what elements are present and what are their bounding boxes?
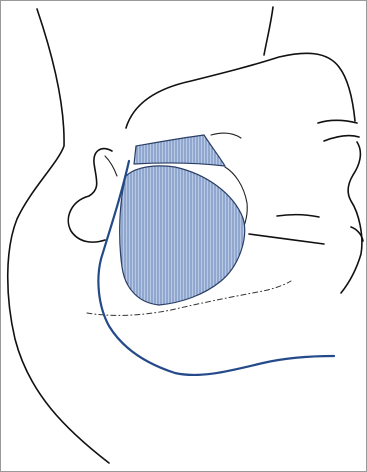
ear-tick	[105, 156, 117, 176]
right-contour	[318, 120, 362, 293]
upper-dome-outline	[126, 53, 355, 128]
upper-hatched-region	[134, 135, 225, 166]
left-ear-outline	[68, 149, 112, 242]
outer-outline	[8, 9, 109, 463]
top-stroke	[264, 7, 273, 55]
lower-hatched-region	[120, 166, 245, 305]
right-mid-strokes	[249, 215, 363, 244]
